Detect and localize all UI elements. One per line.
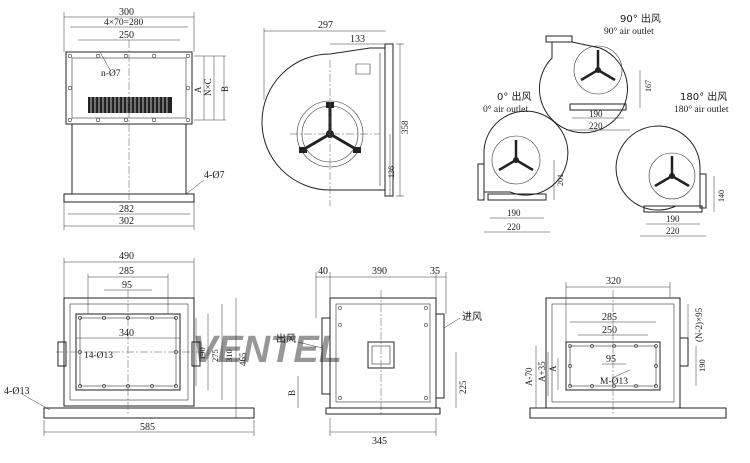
outlet-90-dim-220: 220 [589, 121, 603, 131]
br-dim-320: 320 [606, 276, 621, 287]
outlet-blades [88, 97, 172, 113]
view-top-center-scroll: 297 133 358 136 [261, 20, 410, 206]
bc-dim-35: 35 [430, 266, 440, 277]
bc-dim-b: B [287, 390, 297, 396]
bc-dim-345: 345 [372, 436, 387, 447]
view-top-left-flange: 300 4×70=280 250 n-Ø7 A N×C B 4-Ø7 282 3… [63, 7, 230, 230]
dim-136: 136 [387, 166, 396, 178]
view-bottom-right-cabinet: 320 285 250 (N-2)×95 A-70 A+35 A 95 M-Ø1… [524, 276, 727, 419]
dim-nc: N×C [203, 78, 213, 96]
bc-dim-225: 225 [458, 380, 468, 394]
outlet-90-title-cn: 90° 出风 [620, 12, 661, 25]
bc-label-out: 出风 [276, 332, 296, 345]
bl-dim-95: 95 [122, 280, 132, 291]
br-dim-250: 250 [602, 325, 617, 336]
dim-297: 297 [318, 20, 333, 31]
dim-133: 133 [350, 34, 365, 45]
br-dim-a35: A+35 [537, 361, 547, 382]
view-outlet-90: 90° 出风 90° air outlet 167 190 220 [538, 12, 661, 134]
dim-250: 250 [119, 30, 134, 41]
br-hole-m: M-Ø13 [600, 377, 628, 387]
dim-b: B [220, 86, 230, 92]
outlet-90-dim-190: 190 [589, 109, 603, 119]
view-bottom-center-side: 40 390 35 出风 进风 B 225 345 [276, 266, 482, 447]
dim-282: 282 [119, 204, 134, 215]
bl-dim-190: 190 [197, 347, 207, 360]
bl-dim-585: 585 [140, 422, 155, 433]
dim-358: 358 [400, 120, 410, 134]
outlet-90-title-en: 90° air outlet [604, 26, 654, 37]
bl-hole-14: 14-Ø13 [84, 351, 113, 361]
bl-dim-490: 490 [119, 251, 134, 262]
view-outlet-180: 180° 出风 180° air outlet 140 190 220 [615, 90, 729, 237]
br-dim-a: A [548, 365, 558, 372]
view-outlet-0: 0° 出风 0° air outlet 201 190 220 [477, 90, 569, 233]
outlet-0-title-cn: 0° 出风 [497, 90, 532, 103]
br-dim-n2x95: (N-2)×95 [694, 307, 704, 342]
dim-300: 300 [119, 7, 134, 18]
bl-dim-340: 340 [119, 328, 134, 339]
outlet-180-dim-190: 190 [666, 214, 680, 224]
outlet-90-dim-167: 167 [644, 80, 653, 92]
watermark: VENTEL [192, 329, 342, 371]
view-bottom-left-cabinet: 490 285 95 340 14-Ø13 190 275 310 465 4-… [4, 251, 255, 436]
br-dim-95: 95 [606, 354, 616, 365]
outlet-0-title-en: 0° air outlet [483, 104, 528, 115]
br-dim-285: 285 [602, 312, 617, 323]
dim-302: 302 [119, 216, 134, 227]
outlet-180-dim-140: 140 [717, 190, 726, 202]
bc-dim-40: 40 [318, 266, 328, 277]
bl-dim-465: 465 [238, 352, 248, 366]
outlet-0-dim-220: 220 [507, 222, 521, 232]
bl-dim-275: 275 [210, 349, 220, 362]
hole-note-n7: n-Ø7 [101, 69, 121, 79]
dim-4phi7: 4-Ø7 [204, 170, 225, 181]
bl-hole-4: 4-Ø13 [4, 386, 30, 397]
outlet-0-dim-201: 201 [556, 174, 565, 186]
bc-dim-390: 390 [372, 266, 387, 277]
outlet-180-title-en: 180° air outlet [674, 104, 729, 115]
bl-dim-285: 285 [119, 266, 134, 277]
dim-a: A [193, 86, 203, 93]
bc-label-in: 进风 [462, 311, 482, 323]
outlet-180-dim-220: 220 [666, 226, 680, 236]
dim-4x70: 4×70=280 [104, 18, 143, 28]
outlet-0-dim-190: 190 [507, 208, 521, 218]
br-dim-190: 190 [697, 359, 707, 372]
outlet-180-title-cn: 180° 出风 [680, 90, 727, 103]
bl-dim-310: 310 [224, 349, 234, 362]
br-dim-a70: A-70 [524, 367, 534, 386]
